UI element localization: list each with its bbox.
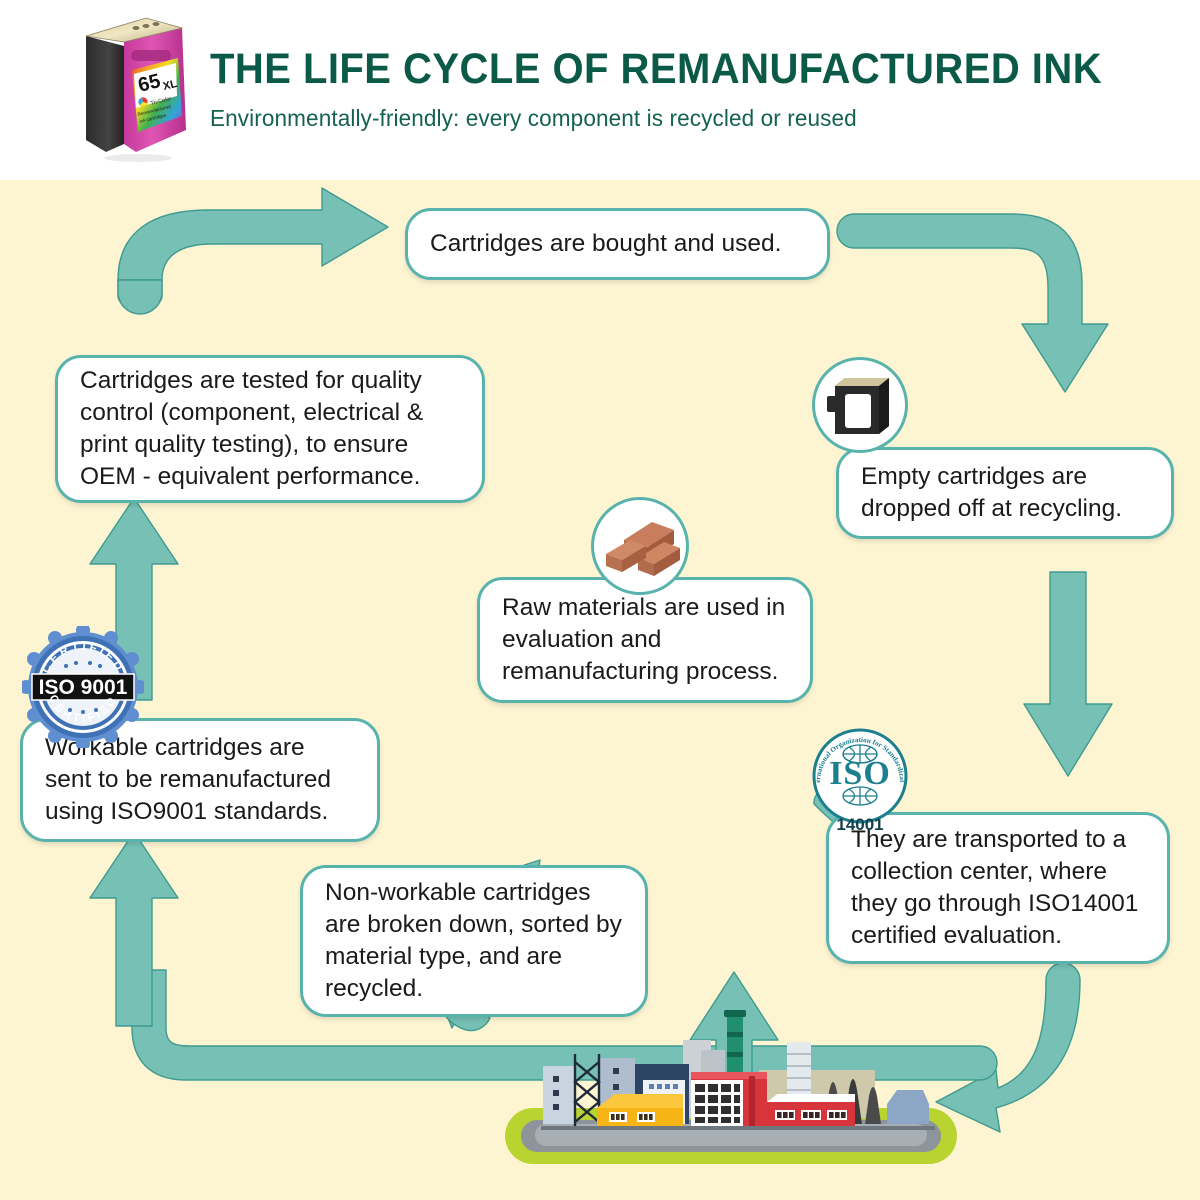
iso-14001-badge: ISO International Organization for Stand… bbox=[806, 726, 914, 834]
svg-text:65: 65 bbox=[136, 70, 163, 97]
step-nonworkable[interactable]: Non-workable cartridges are broken down,… bbox=[300, 865, 648, 1017]
step-quality[interactable]: Cartridges are tested for quality contro… bbox=[55, 355, 485, 503]
title-block: THE LIFE CYCLE OF REMANUFACTURED INK Env… bbox=[210, 48, 1170, 132]
page-subtitle: Environmentally-friendly: every componen… bbox=[210, 105, 857, 131]
step-bought-text: Cartridges are bought and used. bbox=[430, 230, 782, 258]
step-raw-materials[interactable]: Raw materials are used in evaluation and… bbox=[477, 577, 813, 703]
svg-text:ink cartridges: ink cartridges bbox=[139, 112, 167, 124]
step-quality-text: Cartridges are tested for quality contro… bbox=[80, 367, 424, 490]
svg-text:ISO 9001: ISO 9001 bbox=[39, 676, 128, 699]
step-nonworkable-text: Non-workable cartridges are broken down,… bbox=[325, 879, 622, 1002]
bricks-icon bbox=[591, 497, 689, 595]
step-raw-materials-text: Raw materials are used in evaluation and… bbox=[502, 594, 786, 685]
lifecycle-diagram: ISO 9001 CERTIFIED CERTIFIED bbox=[0, 180, 1200, 1200]
step-workable-text: Workable cartridges are sent to be reman… bbox=[45, 734, 332, 825]
ink-cartridge-65xl-icon: 65 XL Tri-Color Remanufactured ink cartr… bbox=[78, 12, 198, 164]
step-empty-text: Empty cartridges are dropped off at recy… bbox=[861, 463, 1123, 522]
step-empty[interactable]: Empty cartridges are dropped off at recy… bbox=[836, 447, 1174, 539]
svg-text:ISO: ISO bbox=[829, 755, 891, 792]
arrow-bottom-left-return bbox=[131, 969, 998, 1081]
step-transport-text: They are transported to a collection cen… bbox=[851, 826, 1139, 949]
arrow-to-empty bbox=[836, 213, 1109, 393]
svg-text:Tri-Color: Tri-Color bbox=[150, 96, 172, 107]
empty-cartridge-icon bbox=[812, 357, 908, 453]
factory-illustration bbox=[505, 998, 957, 1173]
page-title: THE LIFE CYCLE OF REMANUFACTURED INK bbox=[210, 45, 1103, 93]
step-transport[interactable]: They are transported to a collection cen… bbox=[826, 812, 1170, 964]
svg-text:XL: XL bbox=[162, 78, 179, 93]
step-workable[interactable]: Workable cartridges are sent to be reman… bbox=[20, 718, 380, 842]
arrow-to-workable bbox=[89, 831, 179, 1027]
svg-text:14001: 14001 bbox=[836, 815, 883, 834]
header-bar: 65 XL Tri-Color Remanufactured ink cartr… bbox=[0, 0, 1200, 180]
arrow-to-transport bbox=[1023, 571, 1113, 777]
step-bought[interactable]: Cartridges are bought and used. bbox=[405, 208, 830, 280]
arrow-to-quality bbox=[89, 497, 179, 701]
iso-9001-badge: ISO 9001 CERTIFIED CERTIFIED bbox=[22, 626, 144, 748]
